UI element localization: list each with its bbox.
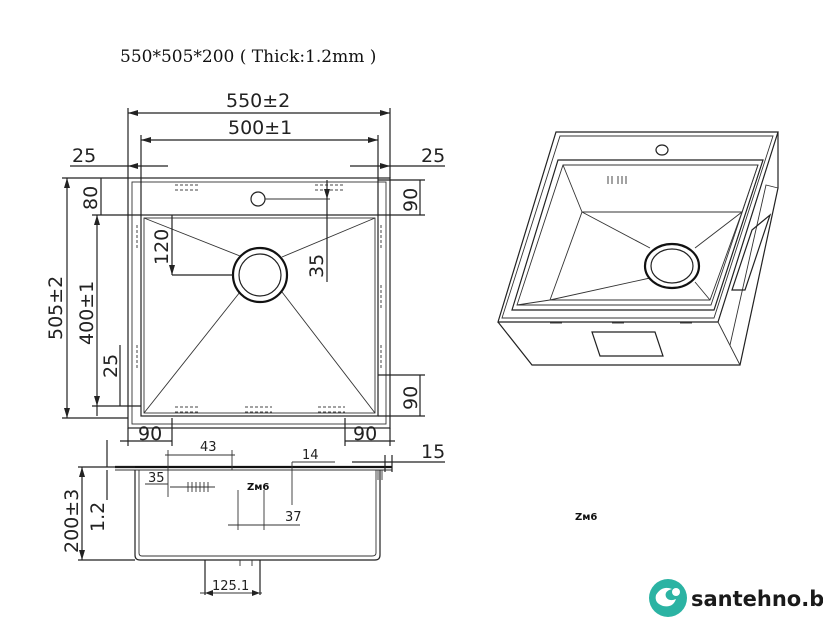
dim-drain-offset: 120 xyxy=(151,229,173,265)
top-view: 550±2 500±1 25 25 505±2 400±1 80 25 xyxy=(45,90,445,446)
dim-15: 15 xyxy=(421,441,445,463)
dim-right-top-90: 90 xyxy=(400,188,422,212)
dim-35: 35 xyxy=(148,471,165,486)
dim-drain-width: 125.1 xyxy=(212,579,249,594)
center-logo: Zᴍ6 xyxy=(575,512,597,523)
dim-bottom-right-90: 90 xyxy=(353,423,377,445)
dim-bottom-left-25: 25 xyxy=(100,354,122,378)
dim-overflow-offset: 35 xyxy=(306,254,328,278)
bowl-outline xyxy=(140,214,379,417)
dim-total-depth: 505±2 xyxy=(45,276,67,340)
side-view: Zᴍ6 200±3 1.2 43 35 14 37 15 xyxy=(61,440,445,596)
dim-side-right: 25 xyxy=(421,145,445,167)
spec-title: 550*505*200 ( Thick:1.2mm ) xyxy=(120,47,376,67)
dim-inner-depth: 400±1 xyxy=(76,281,98,345)
dim-total-width: 550±2 xyxy=(226,90,290,112)
brand-icon xyxy=(649,579,687,617)
dim-bottom-left-90: 90 xyxy=(138,423,162,445)
brand-name: santehno.by xyxy=(691,587,823,611)
dim-inner-width: 500±1 xyxy=(228,117,292,139)
dim-top-margin: 80 xyxy=(80,186,102,210)
side-logo: Zᴍ6 xyxy=(247,482,269,493)
dim-side-left: 25 xyxy=(72,145,96,167)
sink-side-outline xyxy=(134,470,381,561)
isometric-view xyxy=(497,131,779,366)
dim-43: 43 xyxy=(200,440,217,455)
brand-logo[interactable]: santehno.by xyxy=(649,579,823,617)
dim-height: 200±3 xyxy=(61,489,83,553)
sink-outer-outline xyxy=(127,177,391,429)
dim-thickness: 1.2 xyxy=(87,502,109,532)
dim-37: 37 xyxy=(285,510,302,525)
drain-outer xyxy=(231,246,289,304)
tap-hole xyxy=(250,191,266,207)
dim-right-bottom-90: 90 xyxy=(400,386,422,410)
dim-14: 14 xyxy=(302,448,319,463)
